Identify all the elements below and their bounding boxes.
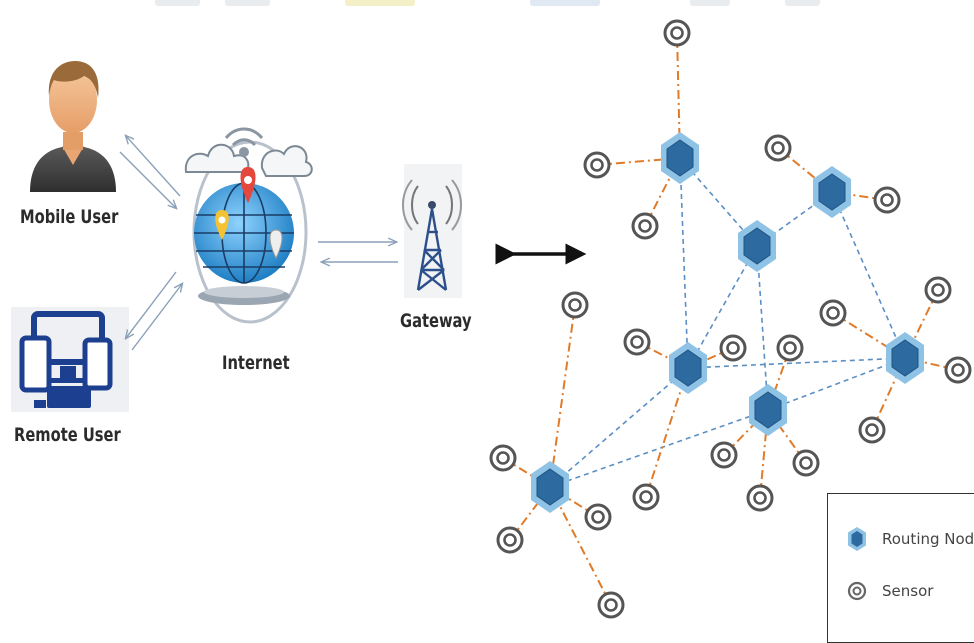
- routing-node-icon: [669, 342, 707, 394]
- legend-row-routing-node: Routing Node: [846, 526, 974, 552]
- gateway-tower-icon: [402, 164, 462, 298]
- sensor-icon: [873, 186, 901, 214]
- mobile-user-icon: [30, 61, 116, 192]
- sensor-icon: [819, 299, 847, 327]
- gateway-label: Gateway: [400, 310, 472, 332]
- sensor-icon: [746, 484, 774, 512]
- sensor-icon: [776, 334, 804, 362]
- routing-nodes: [531, 132, 924, 513]
- sensor-link-s8: [509, 486, 551, 541]
- sensor-icon: [792, 449, 820, 477]
- legend-sensor-text: Sensor: [882, 582, 934, 600]
- top-strip-3: [345, 0, 415, 6]
- sensor-link-s6: [549, 304, 576, 488]
- mesh-link-r3-r6: [756, 245, 769, 411]
- routing-node-icon: [749, 384, 787, 436]
- mesh-link-r4-r5: [687, 357, 906, 369]
- routing-node-icon: [886, 332, 924, 384]
- sensor-icon: [847, 581, 867, 601]
- sensor-link-s17: [759, 409, 769, 499]
- mesh-link-r6-r5: [767, 357, 906, 411]
- internet-globe-icon: [184, 127, 313, 324]
- routing-node-icon: [848, 527, 866, 551]
- routing-node-icon: [531, 461, 569, 513]
- internet-gateway-arrows: [318, 242, 398, 262]
- routing-node-icon: [661, 132, 699, 184]
- routing-node-icon: [813, 166, 851, 218]
- mesh-link-r3-r2: [756, 191, 833, 247]
- sensor-icon: [584, 503, 612, 531]
- remote-user-label: Remote User: [14, 424, 121, 446]
- top-strip-5: [690, 0, 730, 6]
- remote-user-icon: [11, 307, 129, 412]
- mobile-user-label: Mobile User: [20, 206, 119, 228]
- routing-node-icon: [738, 220, 776, 272]
- sensor-link-s13: [645, 367, 689, 498]
- mesh-link-r4-r7: [549, 367, 689, 488]
- top-strip-2: [225, 0, 270, 6]
- sensor-icon: [597, 591, 625, 619]
- sensor-icon: [764, 134, 792, 162]
- sensor-icon: [663, 19, 691, 47]
- mesh-link-r7-r6: [549, 409, 769, 488]
- sensor-icon: [719, 334, 747, 362]
- sensor-icon: [710, 441, 738, 469]
- top-strip-1: [155, 0, 200, 6]
- sensor-icon: [632, 483, 660, 511]
- sensor-icon: [944, 356, 972, 384]
- sensor-icon: [583, 151, 611, 179]
- sensor-icon: [489, 444, 517, 472]
- sensor-link-s14: [767, 347, 791, 411]
- legend-row-sensor: Sensor: [846, 580, 933, 602]
- sensors: [489, 19, 972, 619]
- sensor-link-s10: [549, 486, 612, 606]
- top-strip-4: [530, 0, 600, 6]
- internet-label: Internet: [222, 352, 290, 374]
- user-internet-arrows: [119, 136, 182, 351]
- sensor-icon: [631, 212, 659, 240]
- sensor-icon: [858, 416, 886, 444]
- sensor-link-s1: [676, 32, 681, 159]
- sensor-link-s16: [767, 409, 807, 464]
- mesh-link-r1-r4: [679, 157, 689, 369]
- sensor-link-s2: [596, 157, 681, 166]
- sensor-icon: [561, 291, 589, 319]
- sensor-icon: [623, 328, 651, 356]
- mesh-links: [549, 157, 906, 488]
- sensor-icon: [496, 526, 524, 554]
- legend-routing-node-text: Routing Node: [882, 530, 974, 548]
- top-strip-6: [785, 0, 820, 6]
- legend-box: Routing Node Sensor: [827, 493, 974, 643]
- mesh-link-r2-r5: [831, 191, 906, 359]
- sensor-icon: [924, 276, 952, 304]
